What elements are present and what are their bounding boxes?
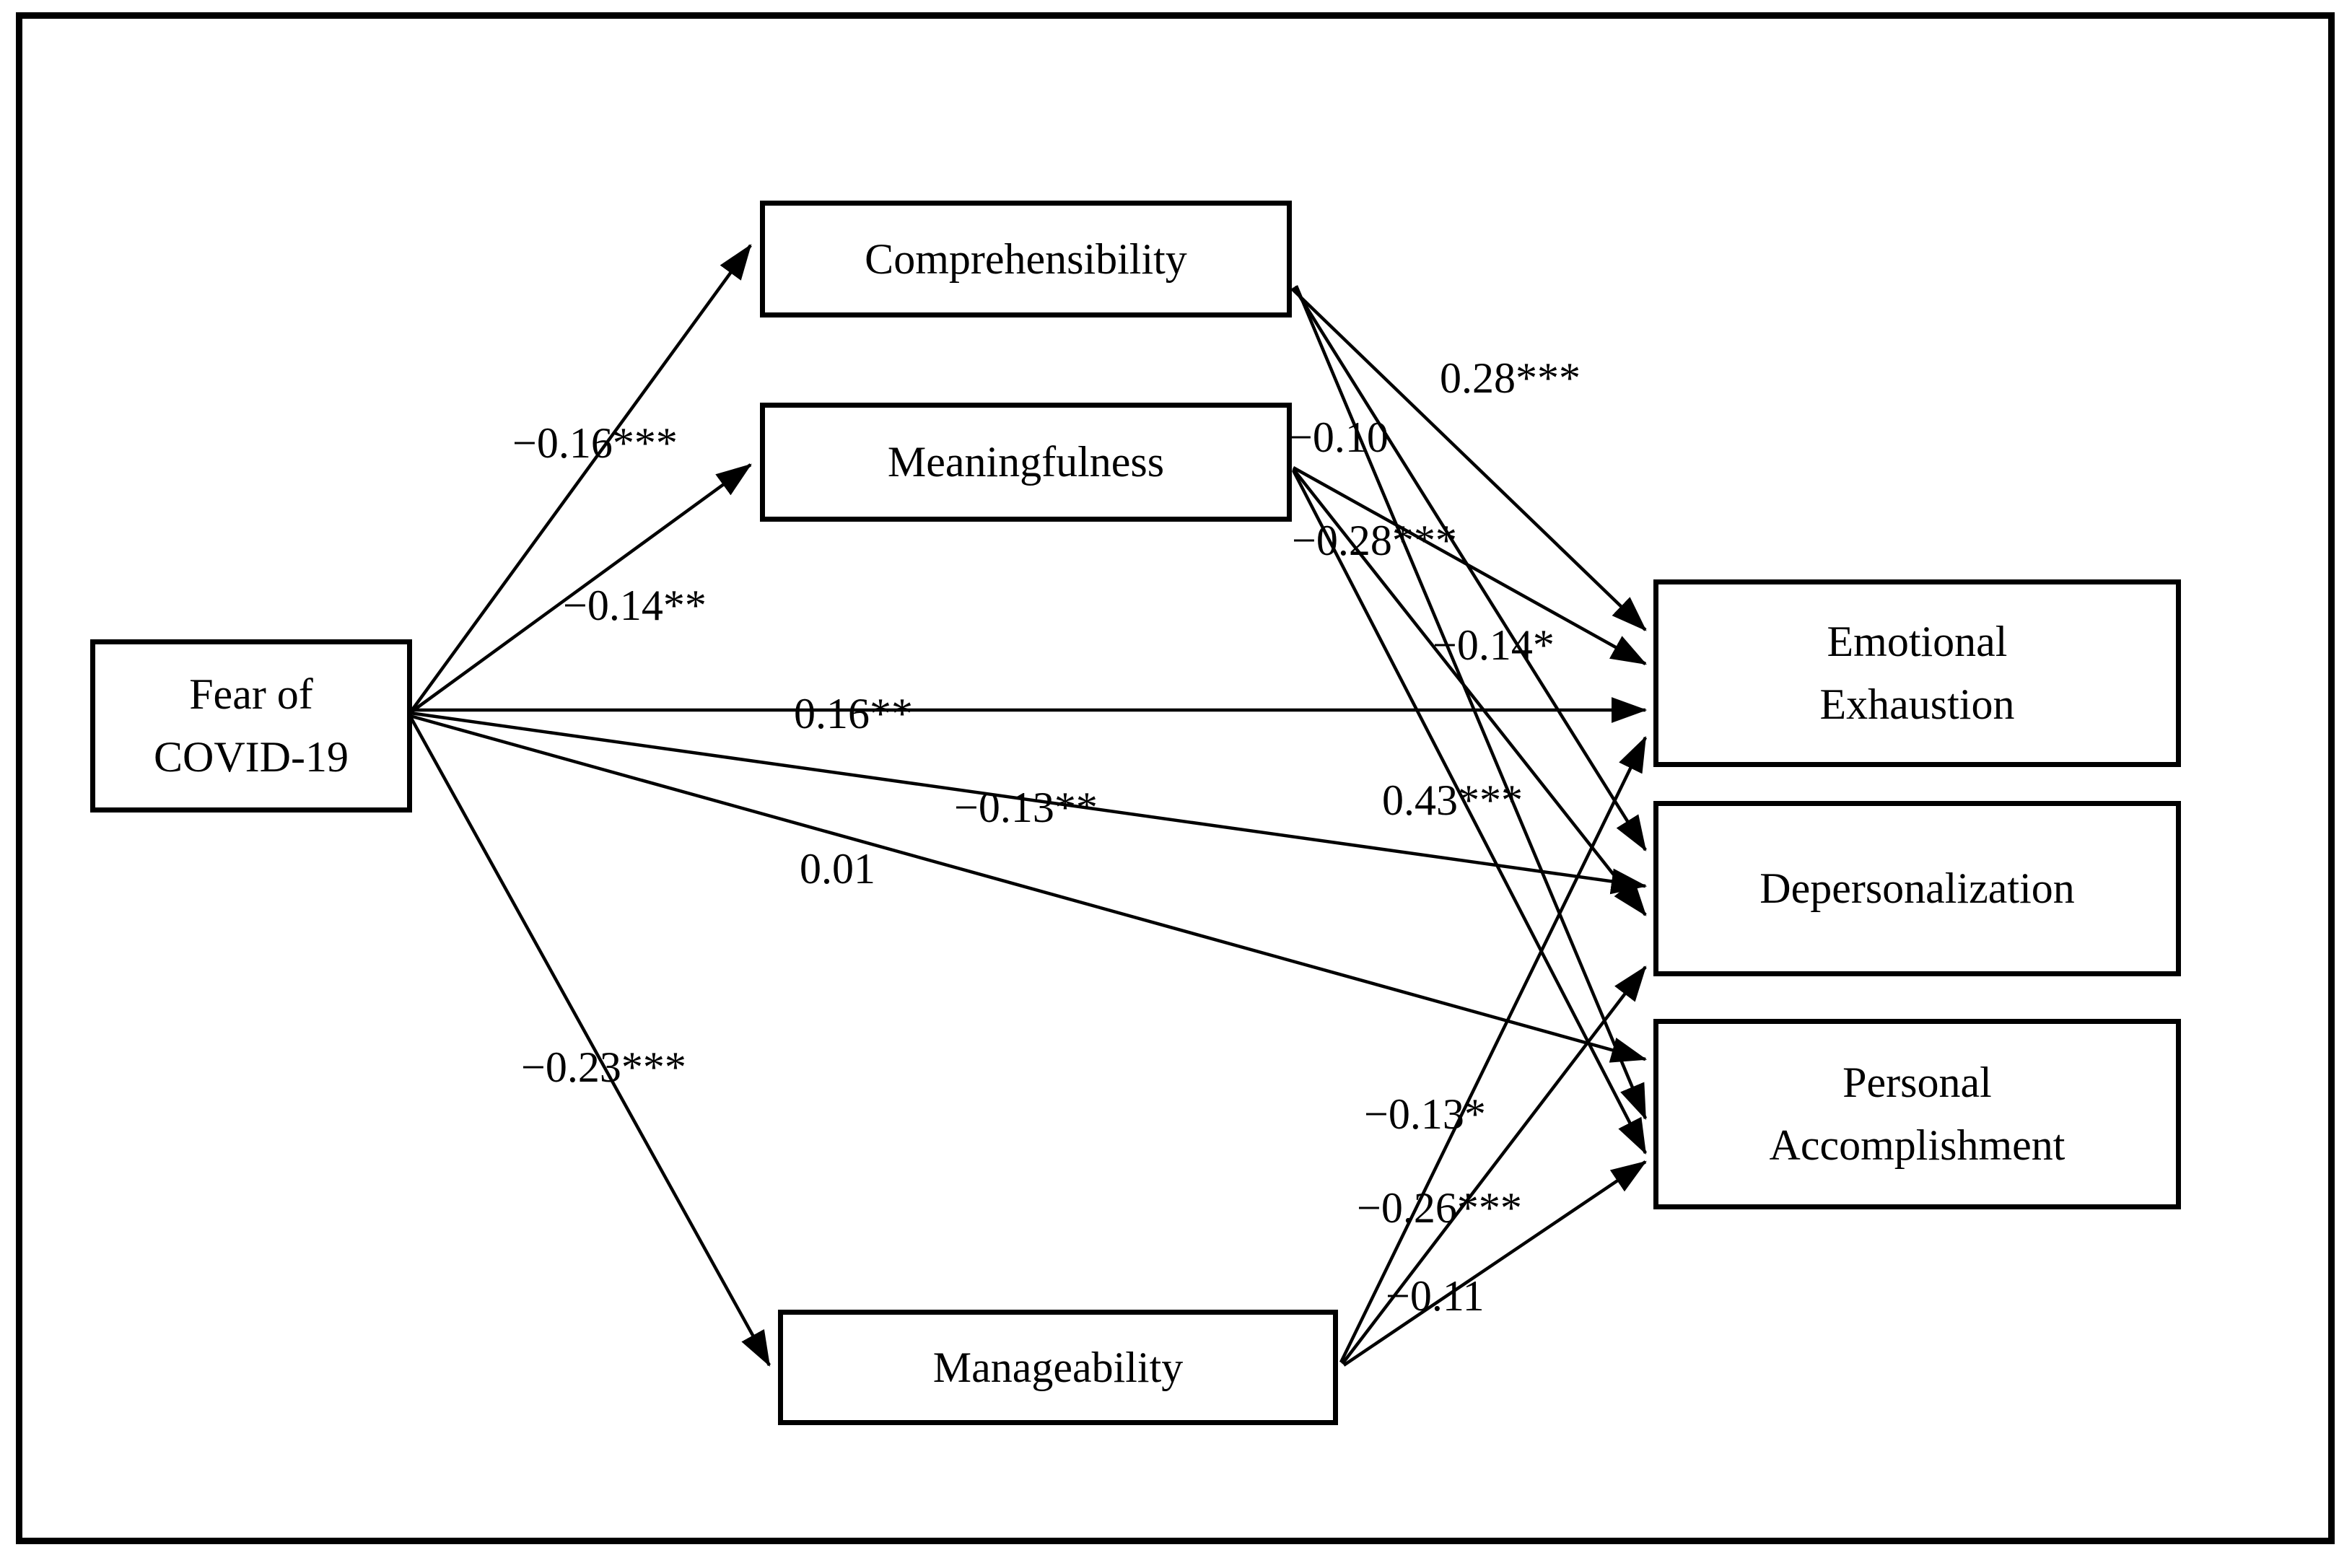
node-emotional-exhaustion-line2: Exhaustion xyxy=(1819,680,2015,728)
arrow-meaningfulness-to-personal-accomplishment xyxy=(1292,469,1647,1155)
arrow-manageability-to-emotional-exhaustion xyxy=(1339,735,1648,1363)
node-fear-line2: COVID-19 xyxy=(154,733,349,781)
node-depersonalization[interactable]: Depersonalization xyxy=(1653,801,2181,976)
coef-meaningfulness-to-depersonalization: −0.28*** xyxy=(1292,517,1457,564)
coef-manageability-to-personal-accomplishment: −0.11 xyxy=(1386,1272,1485,1320)
coef-manageability-to-depersonalization: −0.26*** xyxy=(1357,1184,1522,1232)
arrow-fear-to-comprehensibility xyxy=(408,244,752,714)
arrow-meaningfulness-to-depersonalization xyxy=(1292,468,1647,916)
arrow-comprehensibility-to-depersonalization xyxy=(1293,286,1647,851)
coef-fear-to-meaningfulness: −0.14** xyxy=(563,582,707,629)
arrow-fear-to-personal-accomplishment xyxy=(409,714,1648,1063)
node-depersonalization-label: Depersonalization xyxy=(1759,864,2075,912)
arrow-manageability-to-personal-accomplishment xyxy=(1342,1160,1647,1367)
node-meaningfulness-label: Meaningfulness xyxy=(887,438,1165,486)
coef-fear-to-personal-accomplishment: 0.01 xyxy=(800,845,875,893)
coef-manageability-to-emotional-exhaustion: −0.13* xyxy=(1364,1090,1486,1138)
node-personal-accomplishment-line1: Personal xyxy=(1842,1059,1992,1106)
node-emotional-exhaustion[interactable]: Emotional Exhaustion xyxy=(1653,579,2181,767)
coef-comprehensibility-to-emotional-exhaustion: 0.28*** xyxy=(1440,354,1581,402)
node-fear-of-covid19[interactable]: Fear of COVID-19 xyxy=(90,639,412,813)
coef-meaningfulness-to-personal-accomplishment: −0.14* xyxy=(1433,621,1555,669)
node-manageability[interactable]: Manageability xyxy=(778,1310,1338,1425)
arrow-comprehensibility-to-emotional-exhaustion xyxy=(1290,287,1647,631)
arrow-fear-to-depersonalization xyxy=(409,711,1648,895)
node-manageability-label: Manageability xyxy=(932,1343,1184,1391)
coef-fear-to-manageability: −0.23*** xyxy=(521,1043,686,1091)
arrow-meaningfulness-to-emotional-exhaustion xyxy=(1292,466,1647,665)
node-fear-line1: Fear of xyxy=(189,670,313,718)
coef-comprehensibility-to-depersonalization: 0.43*** xyxy=(1382,776,1523,824)
node-comprehensibility-label: Comprehensibility xyxy=(865,235,1187,283)
coef-fear-to-emotional-exhaustion: 0.16** xyxy=(794,690,913,737)
node-emotional-exhaustion-line1: Emotional xyxy=(1827,618,2008,665)
arrow-comprehensibility-to-personal-accomplishment xyxy=(1294,285,1648,1121)
arrow-fear-to-manageability xyxy=(408,714,771,1367)
node-comprehensibility[interactable]: Comprehensibility xyxy=(760,201,1292,317)
node-meaningfulness[interactable]: Meaningfulness xyxy=(760,403,1292,522)
node-personal-accomplishment-line2: Accomplishment xyxy=(1769,1121,2065,1169)
arrow-manageability-to-depersonalization xyxy=(1341,965,1647,1365)
node-personal-accomplishment[interactable]: Personal Accomplishment xyxy=(1653,1019,2181,1209)
coef-fear-to-comprehensibility: −0.16*** xyxy=(512,419,678,467)
coef-meaningfulness-to-emotional-exhaustion: −0.10 xyxy=(1288,413,1389,461)
arrow-fear-to-meaningfulness xyxy=(408,463,752,714)
coef-fear-to-depersonalization: −0.13** xyxy=(954,784,1098,831)
